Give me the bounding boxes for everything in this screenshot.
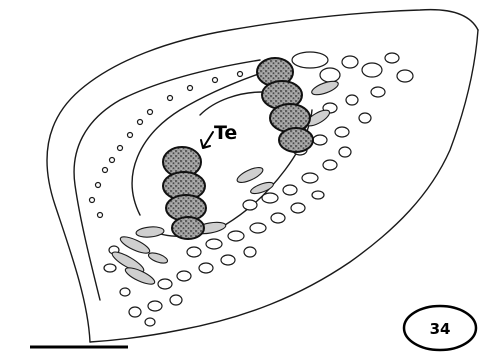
panel-number-text: 34 <box>430 320 451 338</box>
panel-number-badge: 34 <box>404 306 476 350</box>
anther-outline <box>47 10 478 342</box>
label-te: Te <box>201 122 237 148</box>
tetrad-lower <box>163 147 206 239</box>
te-label-text: Te <box>214 122 237 144</box>
tetrad-upper <box>257 58 313 152</box>
